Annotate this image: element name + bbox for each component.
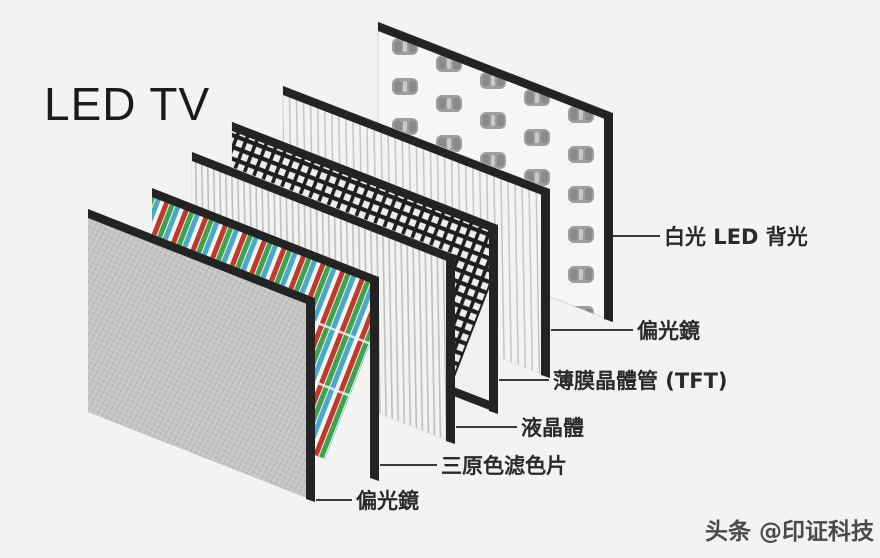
diagram-title: LED TV [44, 78, 210, 130]
watermark: 头条 @印证科技 [705, 518, 875, 545]
leader-lines [316, 234, 660, 502]
label-front-polarizer: 偏光鏡 [356, 489, 419, 513]
label-tft: 薄膜晶體管 (TFT) [553, 369, 728, 393]
label-backlight: 白光 LED 背光 [664, 225, 808, 249]
label-rear-polarizer: 偏光鏡 [637, 319, 700, 343]
label-color-filter: 三原色滤色片 [441, 454, 567, 478]
label-liquid-crystal: 液晶體 [521, 416, 584, 440]
